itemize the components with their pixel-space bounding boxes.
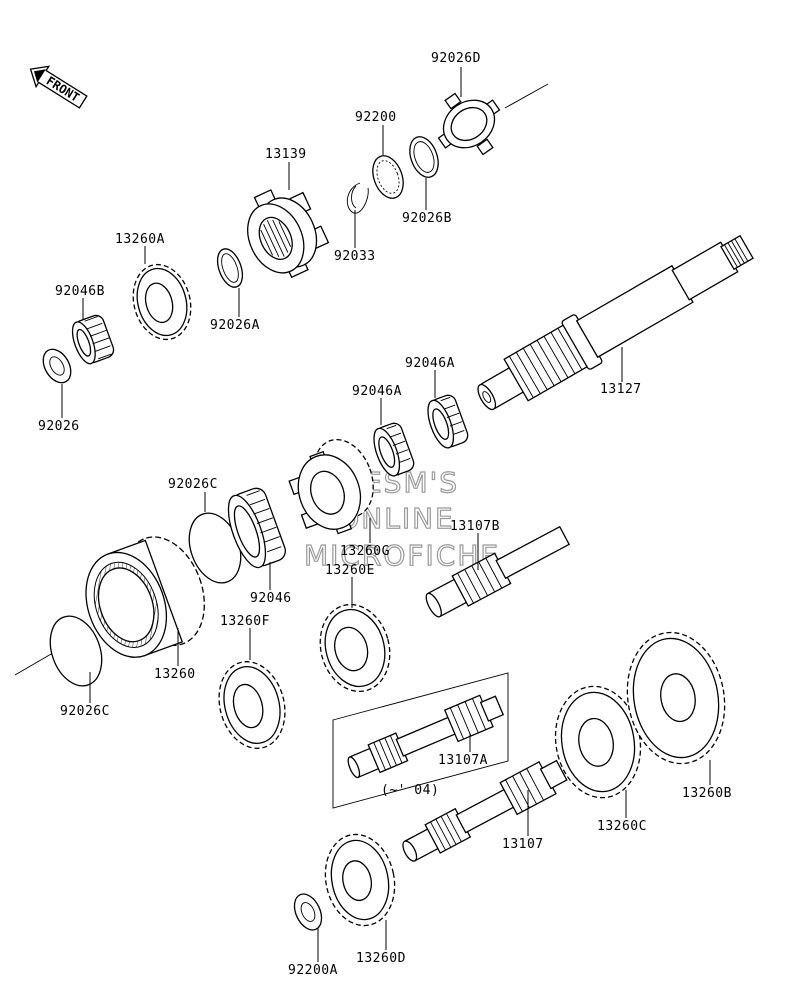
callout-92046A-inner: 92046A <box>352 384 402 399</box>
part-92026A <box>216 248 244 288</box>
callout-92046B: 92046B <box>55 284 105 299</box>
part-92046A-inner <box>373 422 415 477</box>
part-92033 <box>346 182 369 214</box>
callout-92026D: 92026D <box>431 51 481 66</box>
callout-13260B: 13260B <box>682 786 732 801</box>
callout-13260F: 13260F <box>220 614 270 629</box>
callout-92046: 92046 <box>250 591 292 606</box>
callout-92026A: 92026A <box>210 318 260 333</box>
part-13127 <box>477 234 754 411</box>
part-13139 <box>247 189 330 279</box>
part-13260A <box>132 263 192 341</box>
callout-13127: 13127 <box>600 382 642 397</box>
callout-92200: 92200 <box>355 110 397 125</box>
part-13107B <box>425 525 571 618</box>
front-arrow-icon: FRONT <box>29 65 88 109</box>
part-92046B <box>71 314 115 365</box>
watermark-line-3: MICROFICHE <box>304 539 500 572</box>
part-92026D <box>437 92 501 156</box>
part-13260F <box>218 661 286 749</box>
part-92200A <box>293 893 323 931</box>
callout-13260C: 13260C <box>597 819 647 834</box>
callout-13260E: 13260E <box>325 563 375 578</box>
callout-92026B: 92026B <box>402 211 452 226</box>
callout-13107A: 13107A <box>438 753 488 768</box>
callout-13260: 13260 <box>154 667 196 682</box>
callout-13260G: 13260G <box>340 544 390 559</box>
part-13260G <box>288 438 374 535</box>
part-92026 <box>42 348 72 384</box>
callout-92026C-upper: 92026C <box>168 477 218 492</box>
part-13260E <box>319 603 391 693</box>
callout-92026C-lower: 92026C <box>60 704 110 719</box>
part-13260 <box>85 536 205 658</box>
part-13107A <box>347 694 505 779</box>
part-92026B <box>409 136 439 178</box>
callout-13139: 13139 <box>265 147 307 162</box>
callout-labels: 92026D 92200 13139 92026B 92033 13260A 9… <box>38 51 732 978</box>
part-92200 <box>372 155 404 199</box>
part-13260B <box>626 631 726 765</box>
part-13107 <box>402 759 568 862</box>
part-13260D <box>324 833 396 927</box>
callout-13260A: 13260A <box>115 232 165 247</box>
leader-lines <box>61 67 711 962</box>
inset-note: (~' 04) <box>381 783 439 798</box>
part-92046A-outer <box>427 394 469 449</box>
inset-box: (~' 04) <box>332 672 509 809</box>
callout-13107B: 13107B <box>450 519 500 534</box>
part-92026C-lower <box>49 615 103 687</box>
part-92046 <box>227 487 286 569</box>
callout-92200A: 92200A <box>288 963 338 978</box>
callout-13107: 13107 <box>502 837 544 852</box>
callout-92033: 92033 <box>334 249 376 264</box>
callout-92026: 92026 <box>38 419 80 434</box>
callout-92046A-outer: 92046A <box>405 356 455 371</box>
callout-13260D: 13260D <box>356 951 406 966</box>
